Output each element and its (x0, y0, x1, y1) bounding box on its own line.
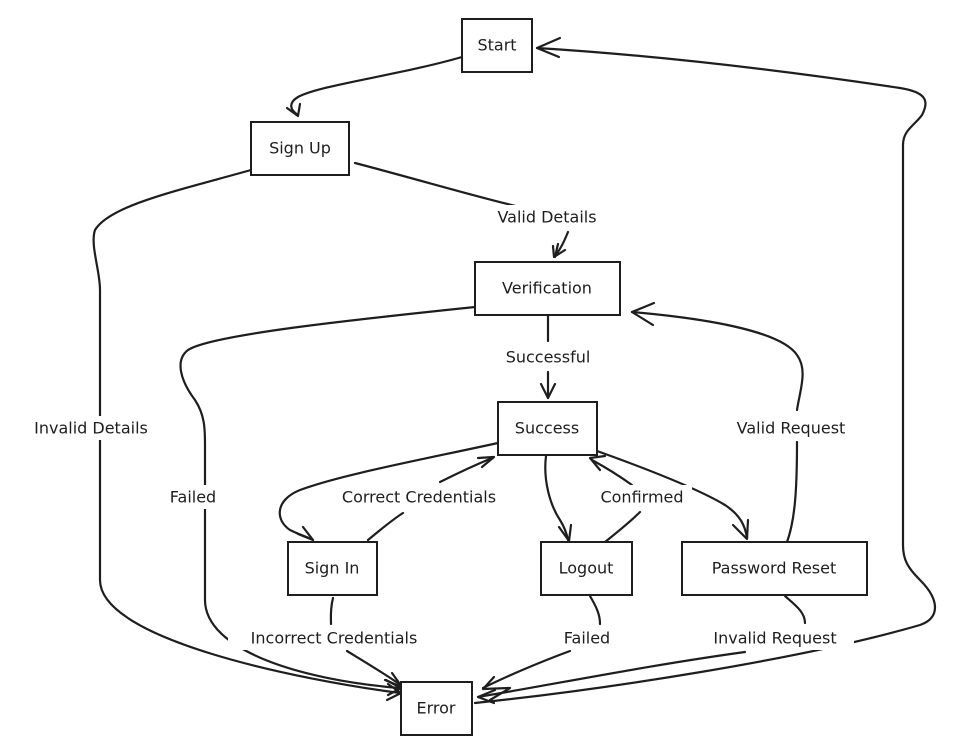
svg-text:Valid Request: Valid Request (737, 419, 846, 438)
edge-labels: Valid Details Invalid Details Successful… (18, 205, 860, 650)
svg-text:Correct Credentials: Correct Credentials (342, 488, 496, 507)
nodes: Start Sign Up Verification Success Sign … (250, 18, 868, 736)
edges (92, 36, 936, 705)
svg-text:Success: Success (515, 419, 579, 438)
node-start[interactable]: Start (461, 18, 533, 73)
node-verification[interactable]: Verification (474, 261, 621, 316)
edge-label-failed-verification: Failed (162, 485, 224, 509)
svg-text:Password Reset: Password Reset (712, 559, 837, 578)
edge-label-confirmed: Confirmed (592, 485, 692, 509)
svg-text:Successful: Successful (506, 348, 591, 367)
svg-text:Sign Up: Sign Up (269, 139, 331, 158)
edge-label-valid-request: Valid Request (722, 416, 860, 440)
edge-signup-verification[interactable] (353, 161, 570, 259)
svg-text:Failed: Failed (564, 629, 610, 648)
svg-text:Invalid Request: Invalid Request (713, 629, 836, 648)
svg-text:Incorrect Credentials: Incorrect Credentials (251, 629, 418, 648)
edge-success-logout[interactable] (544, 454, 573, 543)
edge-label-failed-logout: Failed (556, 626, 618, 650)
edge-label-invalid-details: Invalid Details (18, 416, 164, 440)
node-error[interactable]: Error (400, 681, 473, 736)
svg-text:Logout: Logout (559, 559, 614, 578)
edge-label-invalid-request: Invalid Request (696, 626, 854, 650)
svg-text:Error: Error (417, 699, 456, 718)
edge-label-valid-details: Valid Details (484, 205, 610, 229)
edge-label-successful: Successful (494, 345, 602, 369)
svg-text:Confirmed: Confirmed (600, 488, 683, 507)
edge-error-start[interactable] (473, 36, 936, 705)
svg-text:Start: Start (477, 36, 516, 55)
edge-success-passwordreset[interactable] (595, 449, 750, 541)
edge-start-signup[interactable] (285, 55, 464, 118)
edge-verification-success[interactable] (539, 314, 557, 400)
svg-text:Valid Details: Valid Details (497, 208, 596, 227)
node-passwordreset[interactable]: Password Reset (681, 541, 868, 596)
node-signup[interactable]: Sign Up (250, 121, 350, 176)
node-signin[interactable]: Sign In (287, 541, 378, 596)
svg-text:Invalid Details: Invalid Details (34, 419, 148, 438)
edge-passwordreset-verification[interactable] (630, 301, 804, 544)
edge-label-correct-credentials: Correct Credentials (322, 485, 516, 509)
edge-signin-success[interactable] (366, 455, 496, 542)
svg-text:Verification: Verification (502, 279, 592, 298)
edge-logout-success[interactable] (588, 454, 642, 544)
node-logout[interactable]: Logout (540, 541, 633, 596)
edge-label-incorrect-credentials: Incorrect Credentials (228, 626, 440, 650)
svg-text:Failed: Failed (170, 488, 216, 507)
edge-success-signin[interactable] (278, 441, 500, 542)
node-success[interactable]: Success (497, 401, 598, 456)
svg-text:Sign In: Sign In (305, 559, 360, 578)
